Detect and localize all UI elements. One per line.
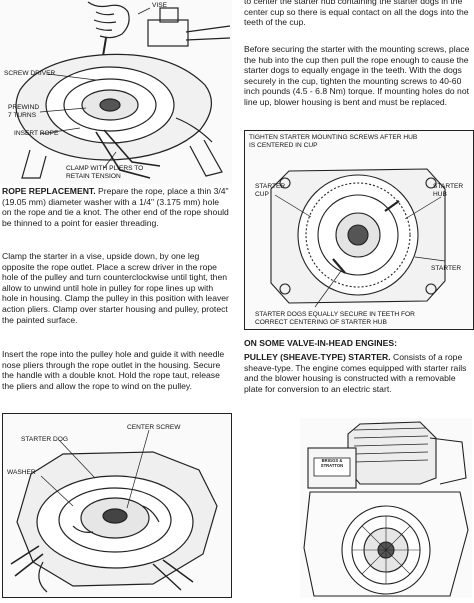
heading-rope-replacement: ROPE REPLACEMENT. — [2, 186, 96, 196]
vise-illustration — [15, 1, 231, 179]
heading-valve-in-head: ON SOME VALVE-IN-HEAD ENGINES: — [244, 338, 397, 348]
label-starter-cup: STARTER CUP — [255, 183, 286, 198]
label-washer: WASHER — [7, 469, 36, 476]
caption-starter-dogs: STARTER DOGS EQUALLY SECURE IN TEETH FOR… — [255, 311, 415, 326]
heading-pulley-starter: PULLEY (SHEAVE-TYPE) STARTER. — [244, 352, 391, 362]
figure-starter-hub-centering: TIGHTEN STARTER MOUNTING SCREWS AFTER HU… — [244, 130, 474, 330]
label-starter-dog: STARTER DOG — [21, 436, 69, 443]
label-prewind: PREWIND 7 TURNS — [8, 104, 40, 119]
label-vise: VISE — [152, 2, 168, 9]
label-insert-rope: INSERT ROPE — [14, 130, 59, 137]
figure-engine: BRIGGS & STRATTON — [300, 418, 472, 598]
label-center-screw: CENTER SCREW — [127, 424, 181, 431]
figure-starter-in-vise: VISE SCREW DRIVER PREWIND 7 TURNS INSERT… — [0, 0, 232, 184]
paragraph-insert-rope: Insert the rope into the pulley hole and… — [2, 349, 225, 391]
caption-tighten-screws: TIGHTEN STARTER MOUNTING SCREWS AFTER HU… — [249, 134, 418, 149]
engine-brand-plate: BRIGGS & STRATTON — [320, 458, 344, 468]
paragraph-clamp-starter: Clamp the starter in a vise, upside down… — [2, 251, 229, 325]
label-clamp-pliers: CLAMP WITH PLIERS TO RETAIN TENSION — [66, 165, 144, 180]
label-starter: STARTER — [431, 265, 462, 272]
hand-shape — [87, 1, 130, 39]
engine-illustration — [303, 421, 469, 597]
paragraph-center-hub: to center the starter hub containing the… — [244, 0, 469, 28]
label-screw-driver: SCREW DRIVER — [4, 70, 56, 77]
paragraph-secure-starter: Before securing the starter with the mou… — [244, 44, 470, 107]
figure-starter-dog-washer: STARTER DOG CENTER SCREW WASHER — [2, 413, 232, 598]
paragraph-rope-replacement: ROPE REPLACEMENT. Prepare the rope, plac… — [2, 186, 230, 228]
rope-p1-text: Prepare the rope, place a thin 3/4" (19.… — [2, 186, 229, 228]
label-starter-hub: STARTER HUB — [433, 183, 464, 198]
paragraph-pulley-starter: PULLEY (SHEAVE-TYPE) STARTER. Consists o… — [244, 352, 472, 394]
starter-assembly-illustration — [10, 429, 218, 593]
pulley-text: Consists of a rope sheave-type. The engi… — [244, 352, 467, 394]
hub-cup-illustration — [270, 168, 446, 308]
